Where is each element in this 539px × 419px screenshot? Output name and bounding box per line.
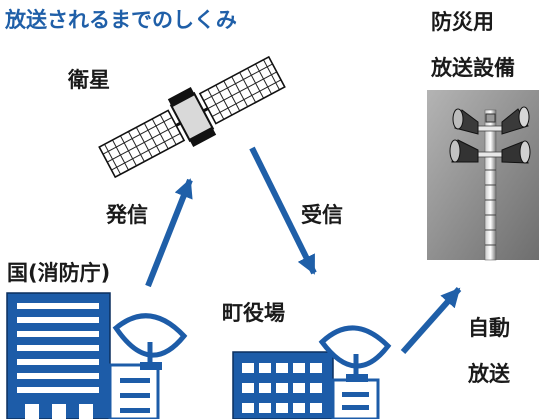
agency-dish-icon xyxy=(112,313,188,370)
townhall-label: 町役場 xyxy=(222,301,285,325)
loudspeaker-photo xyxy=(427,90,539,261)
auto-broadcast-label-line2: 放送 xyxy=(467,362,511,386)
send-arrow xyxy=(145,178,193,288)
townhall-dish-icon xyxy=(318,325,392,382)
speaker-label-line2: 放送設備 xyxy=(430,56,515,80)
speaker-label-line1: 防災用 xyxy=(431,10,494,34)
agency-building-icon xyxy=(6,292,160,419)
satellite-icon xyxy=(98,55,286,179)
receive-label: 受信 xyxy=(301,203,343,227)
satellite-label: 衛星 xyxy=(67,68,110,92)
receive-arrow xyxy=(249,146,317,275)
diagram-title: 放送されるまでのしくみ xyxy=(4,8,237,32)
agency-label: 国(消防庁) xyxy=(7,261,110,285)
auto-broadcast-label-line1: 自動 xyxy=(468,316,510,340)
auto-broadcast-arrow xyxy=(400,287,462,354)
townhall-building-icon xyxy=(232,351,380,419)
send-label: 発信 xyxy=(105,203,148,227)
